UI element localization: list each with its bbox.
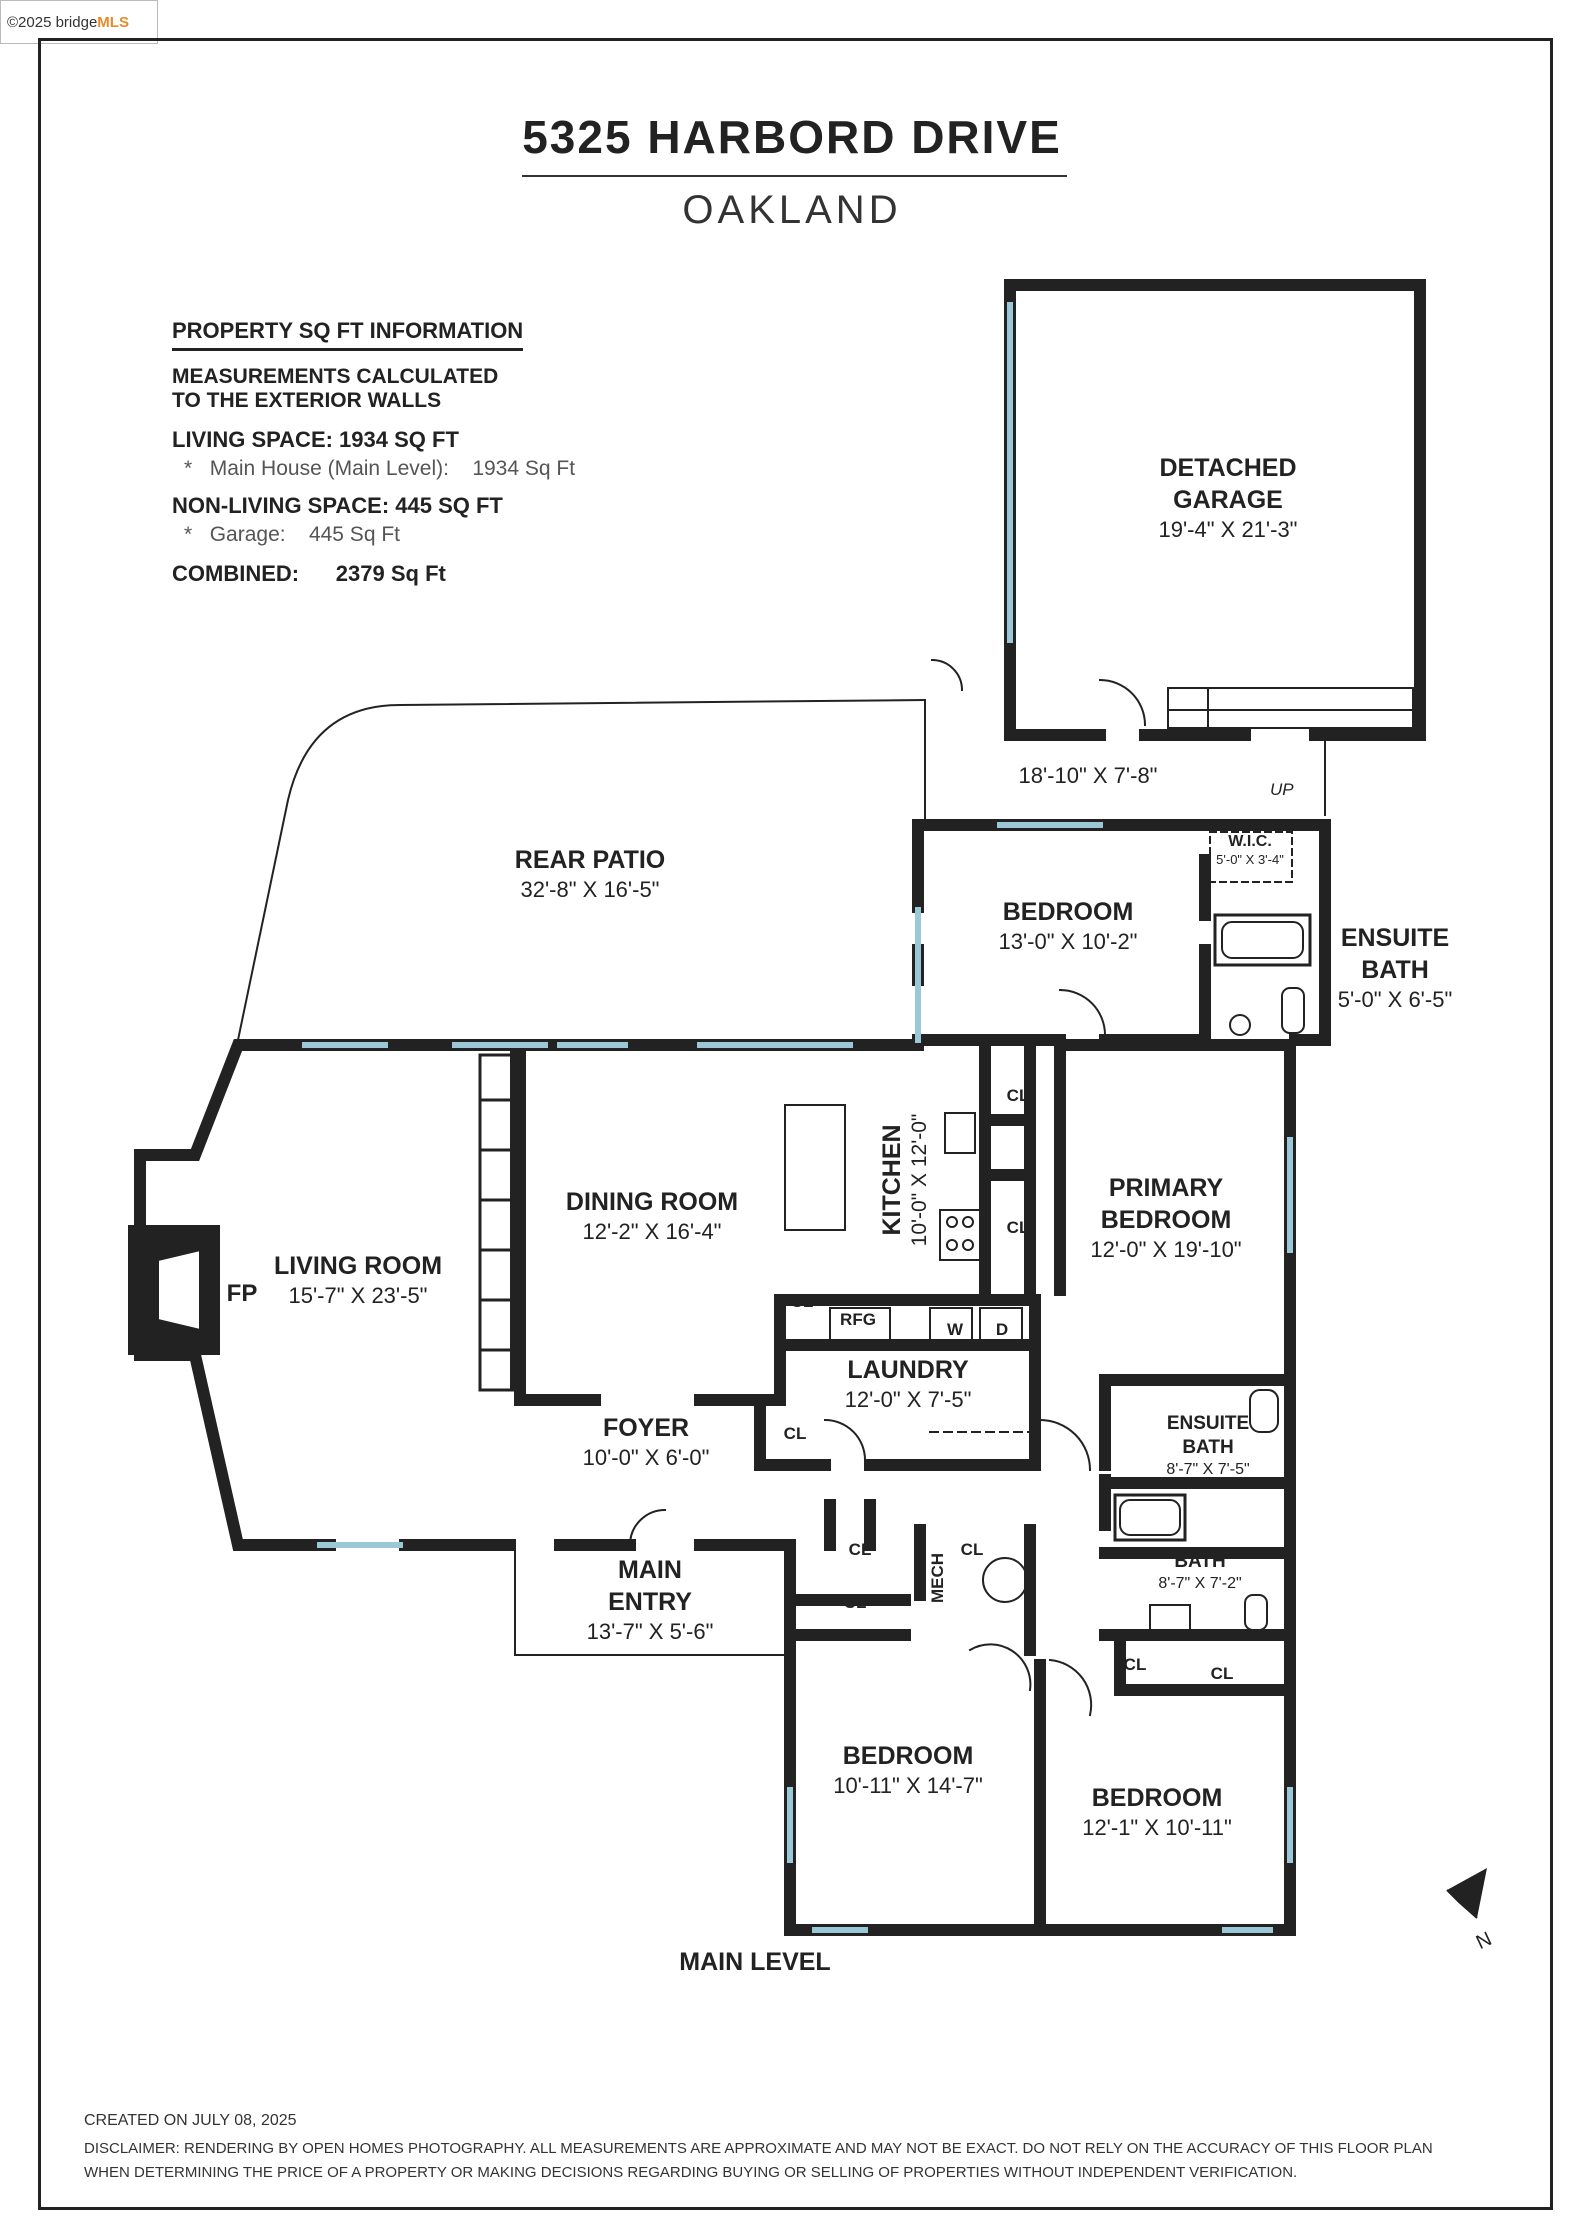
room-dims: 10'-11" X 14'-7" bbox=[833, 1773, 983, 1798]
room-name: FOYER bbox=[602, 1414, 690, 1442]
disclaimer-line-1: DISCLAIMER: RENDERING BY OPEN HOMES PHOT… bbox=[84, 2140, 1433, 2157]
room-dims: 13'-7" X 5'-6" bbox=[586, 1619, 714, 1644]
created-date: CREATED ON JULY 08, 2025 bbox=[84, 2112, 297, 2129]
disclaimer-line-2: WHEN DETERMINING THE PRICE OF A PROPERTY… bbox=[84, 2164, 1298, 2181]
room-name: BEDROOM bbox=[1100, 1206, 1232, 1234]
room-dims: 10'-0" X 12'-0" bbox=[908, 1113, 931, 1247]
room-name: REAR PATIO bbox=[514, 846, 666, 874]
house-walls bbox=[134, 1039, 1296, 1936]
room-name: LAUNDRY bbox=[847, 1356, 969, 1384]
north-arrow-icon bbox=[1446, 1868, 1487, 1919]
mech-label: MECH bbox=[928, 1552, 947, 1604]
room-living-room: LIVING ROOM 15'-7" X 23'-5" bbox=[274, 1250, 442, 1310]
room-name: BATH bbox=[1174, 1551, 1226, 1572]
room-dims: 12'-0" X 19'-10" bbox=[1090, 1237, 1242, 1262]
room-name: BEDROOM bbox=[1091, 1784, 1223, 1812]
room-breezeway: 18'-10" X 7'-8" bbox=[1019, 762, 1158, 790]
bullet: * bbox=[184, 523, 193, 546]
north-arrow: N bbox=[1437, 1868, 1497, 1963]
room-bedroom-right: BEDROOM 12'-1" X 10'-11" bbox=[1082, 1782, 1232, 1842]
room-dims: 8'-7" X 7'-5" bbox=[1166, 1461, 1250, 1478]
room-kitchen: KITCHEN 10'-0" X 12'-0" bbox=[877, 1114, 933, 1247]
living-space: LIVING SPACE: 1934 SQ FT bbox=[172, 427, 459, 452]
room-dims: 12'-1" X 10'-11" bbox=[1082, 1815, 1232, 1840]
level-label: MAIN LEVEL bbox=[679, 1948, 831, 1976]
watermark-brand: MLS bbox=[97, 14, 129, 31]
page-subtitle: OAKLAND bbox=[682, 188, 902, 232]
room-dims: 19'-4" X 21'-3" bbox=[1158, 517, 1298, 542]
room-dims: 15'-7" X 23'-5" bbox=[288, 1283, 428, 1308]
watermark-prefix: ©2025 bridge bbox=[7, 14, 98, 31]
room-bath: BATH 8'-7" X 7'-2" bbox=[1158, 1550, 1241, 1594]
room-dims: 18'-10" X 7'-8" bbox=[1018, 763, 1158, 788]
closet-label: CL bbox=[1006, 1218, 1030, 1237]
closet-label: CL bbox=[783, 1424, 807, 1443]
room-laundry: LAUNDRY 12'-0" X 7'-5" bbox=[845, 1354, 972, 1414]
room-primary-bedroom: PRIMARY BEDROOM 12'-0" X 19'-10" bbox=[1090, 1172, 1241, 1264]
closet-label: CL bbox=[848, 1540, 872, 1559]
combined-label: COMBINED: bbox=[172, 561, 300, 586]
room-name: ENSUITE bbox=[1166, 1413, 1250, 1434]
stairs-up-label: UP bbox=[1270, 780, 1294, 799]
room-ensuite-bath-top: ENSUITE BATH 5'-0" X 6'-5" bbox=[1338, 922, 1453, 1014]
room-dims: 13'-0" X 10'-2" bbox=[998, 929, 1138, 954]
room-name: KITCHEN bbox=[878, 1124, 906, 1236]
room-dining-room: DINING ROOM 12'-2" X 16'-4" bbox=[566, 1186, 738, 1246]
room-name: ENSUITE bbox=[1340, 924, 1450, 952]
closet-label: CL bbox=[1123, 1655, 1147, 1674]
room-dims: 5'-0" X 3'-4" bbox=[1216, 852, 1284, 867]
room-name: MAIN bbox=[618, 1556, 682, 1584]
room-bedroom-top: BEDROOM 13'-0" X 10'-2" bbox=[999, 896, 1138, 956]
closet-label: CL bbox=[960, 1540, 984, 1559]
combined-value: 2379 Sq Ft bbox=[335, 561, 446, 586]
washer-label: W bbox=[946, 1320, 964, 1339]
room-name: DINING ROOM bbox=[565, 1188, 739, 1216]
dryer-label: D bbox=[995, 1320, 1009, 1339]
closet-label: CL bbox=[790, 1292, 814, 1311]
room-dims: 12'-2" X 16'-4" bbox=[582, 1219, 722, 1244]
closet-label: CL bbox=[1006, 1086, 1030, 1105]
room-ensuite-bath-mid: ENSUITE BATH 8'-7" X 7'-5" bbox=[1166, 1412, 1249, 1480]
non-living-detail-value: 445 Sq Ft bbox=[308, 523, 400, 546]
sqft-info: PROPERTY SQ FT INFORMATION MEASUREMENTS … bbox=[172, 318, 575, 587]
room-dims: 32'-8" X 16'-5" bbox=[520, 877, 660, 902]
room-dims: 12'-0" X 7'-5" bbox=[844, 1387, 972, 1412]
room-dims: 8'-7" X 7'-2" bbox=[1158, 1575, 1242, 1592]
room-name: LIVING ROOM bbox=[273, 1252, 443, 1280]
info-note-2: TO THE EXTERIOR WALLS bbox=[172, 389, 442, 412]
bullet: * bbox=[184, 457, 193, 480]
room-name: BEDROOM bbox=[1002, 898, 1134, 926]
room-name: BATH bbox=[1182, 1437, 1234, 1458]
watermark: ©2025 bridgeMLS bbox=[0, 0, 158, 44]
room-name: PRIMARY bbox=[1108, 1174, 1224, 1202]
patio-outline bbox=[236, 698, 1326, 1042]
room-dims: 10'-0" X 6'-0" bbox=[582, 1445, 710, 1470]
room-wic: W.I.C. 5'-0" X 3'-4" bbox=[1216, 832, 1284, 868]
non-living-space: NON-LIVING SPACE: 445 SQ FT bbox=[172, 493, 503, 518]
living-detail-value: 1934 Sq Ft bbox=[472, 457, 576, 480]
room-name: BEDROOM bbox=[842, 1742, 974, 1770]
closet-label: CL bbox=[843, 1593, 867, 1612]
room-foyer: FOYER 10'-0" X 6'-0" bbox=[583, 1412, 710, 1472]
living-detail-label: Main House (Main Level): bbox=[209, 457, 449, 480]
room-main-entry: MAIN ENTRY 13'-7" X 5'-6" bbox=[587, 1554, 714, 1646]
info-heading: PROPERTY SQ FT INFORMATION bbox=[172, 318, 524, 351]
fireplace-label: FP bbox=[226, 1280, 258, 1307]
room-bedroom-left: BEDROOM 10'-11" X 14'-7" bbox=[833, 1740, 983, 1800]
room-detached-garage: DETACHED GARAGE 19'-4" X 21'-3" bbox=[1159, 452, 1298, 544]
room-dims: 5'-0" X 6'-5" bbox=[1337, 987, 1453, 1012]
page-title: 5325 HARBORD DRIVE bbox=[522, 111, 1062, 163]
room-name: GARAGE bbox=[1173, 486, 1283, 514]
fridge-label: RFG bbox=[840, 1310, 876, 1329]
room-name: BATH bbox=[1361, 956, 1429, 984]
room-name: DETACHED bbox=[1159, 454, 1297, 482]
room-rear-patio: REAR PATIO 32'-8" X 16'-5" bbox=[515, 844, 665, 904]
room-name: ENTRY bbox=[608, 1588, 692, 1616]
info-note-1: MEASUREMENTS CALCULATED bbox=[172, 365, 499, 388]
room-name: W.I.C. bbox=[1228, 833, 1272, 850]
closet-label: CL bbox=[1210, 1664, 1234, 1683]
title-divider bbox=[522, 175, 1067, 177]
non-living-detail-label: Garage: bbox=[209, 523, 286, 546]
